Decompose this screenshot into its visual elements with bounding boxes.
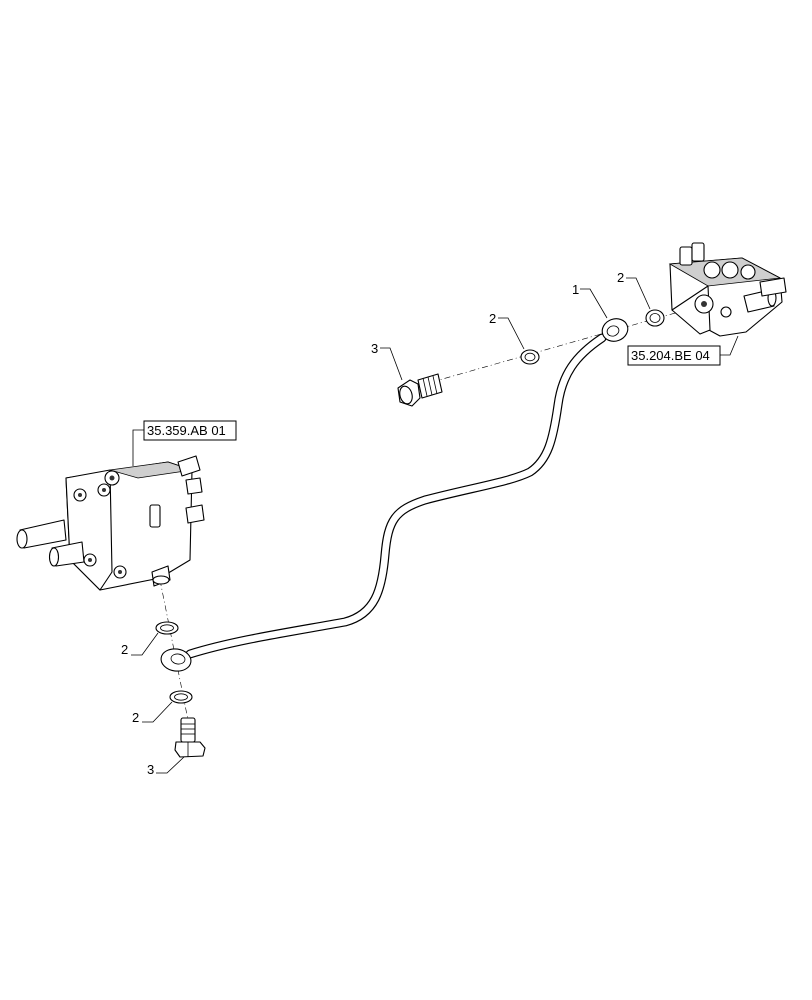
callout-ring-bottom-lower: 2 xyxy=(132,710,139,725)
leader-ring-bottom-upper xyxy=(131,632,159,656)
callout-tube: 1 xyxy=(572,282,579,297)
leader-ring-top-mid xyxy=(498,317,525,350)
leader-plug-bottom xyxy=(156,756,185,774)
o-ring-bottom-lower xyxy=(169,690,193,704)
callout-ring-top-mid: 2 xyxy=(489,311,496,326)
right-control-valve xyxy=(668,242,787,337)
o-ring-top-mid xyxy=(520,349,540,365)
reference-leader-left xyxy=(132,429,144,466)
centerline-top xyxy=(431,305,701,383)
o-ring-top-right xyxy=(645,309,665,327)
leader-ring-bottom-lower xyxy=(142,701,173,723)
reference-label-right: 35.204.BE 04 xyxy=(631,348,710,363)
leader-plug-top xyxy=(380,347,403,381)
leader-ring-top-right xyxy=(626,277,651,310)
callout-plug-top: 3 xyxy=(371,341,378,356)
left-control-valve xyxy=(16,455,205,591)
reference-leader-right xyxy=(720,335,739,356)
callout-ring-bottom-upper: 2 xyxy=(121,642,128,657)
reference-box-left[interactable]: 35.359.AB 01 xyxy=(143,420,237,441)
reference-box-right[interactable]: 35.204.BE 04 xyxy=(627,345,721,366)
banjo-bolt-top xyxy=(397,373,443,407)
leader-tube xyxy=(580,288,608,319)
hydraulic-tube xyxy=(160,318,629,672)
callout-ring-top-right: 2 xyxy=(617,270,624,285)
callout-plug-bottom: 3 xyxy=(147,762,154,777)
reference-label-left: 35.359.AB 01 xyxy=(147,423,226,438)
banjo-bolt-bottom xyxy=(174,717,206,758)
o-ring-bottom-upper xyxy=(155,621,179,635)
